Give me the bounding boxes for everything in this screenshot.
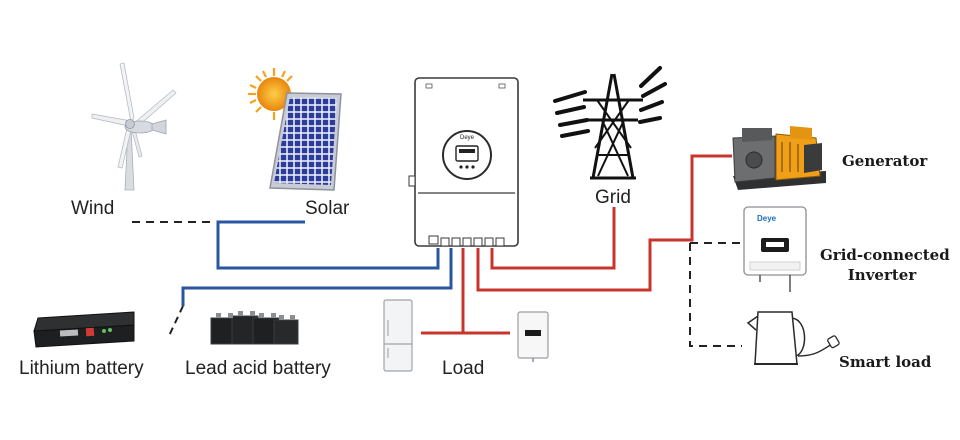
- lithium-battery-icon: [33, 311, 135, 348]
- solar-panel-icon: [269, 92, 342, 191]
- wall-charger-icon: [517, 311, 549, 362]
- wind-turbine-icon: [91, 62, 177, 191]
- grid-label: Grid: [595, 187, 631, 208]
- generator-label: Generator: [842, 152, 928, 170]
- grid-inverter-icon: [743, 206, 807, 292]
- hybrid-inverter-icon: [408, 77, 519, 247]
- lead-acid-battery-icon: [210, 311, 299, 345]
- transmission-tower-icon: [553, 66, 667, 180]
- load-label: Load: [442, 358, 485, 379]
- generator-ac-line: [476, 154, 732, 292]
- generator-icon: [732, 126, 826, 190]
- grid-inverter-label-line1: Grid-connected: [820, 246, 950, 264]
- solar-dc-line: [216, 220, 440, 270]
- refrigerator-icon: [383, 299, 413, 372]
- battery-dc-line: [181, 248, 453, 306]
- connection-lines: [132, 154, 742, 347]
- lithium-battery-label: Lithium battery: [19, 358, 144, 379]
- battery-link-dash: [167, 305, 184, 339]
- smart-load-label: Smart load: [839, 353, 932, 371]
- sun-icon: [248, 68, 300, 120]
- grid-inverter-label-line2: Inverter: [847, 266, 917, 284]
- grid-ac-line: [490, 207, 616, 270]
- wind-label: Wind: [71, 198, 115, 219]
- solar-label: Solar: [305, 198, 350, 219]
- lead-acid-battery-label: Lead acid battery: [185, 358, 331, 379]
- smart-load-link-line: [689, 243, 742, 347]
- grid-inverter-brand-text: Deye: [757, 214, 777, 223]
- kettle-icon: [746, 311, 840, 365]
- inverter-brand-text: Deye: [460, 135, 475, 141]
